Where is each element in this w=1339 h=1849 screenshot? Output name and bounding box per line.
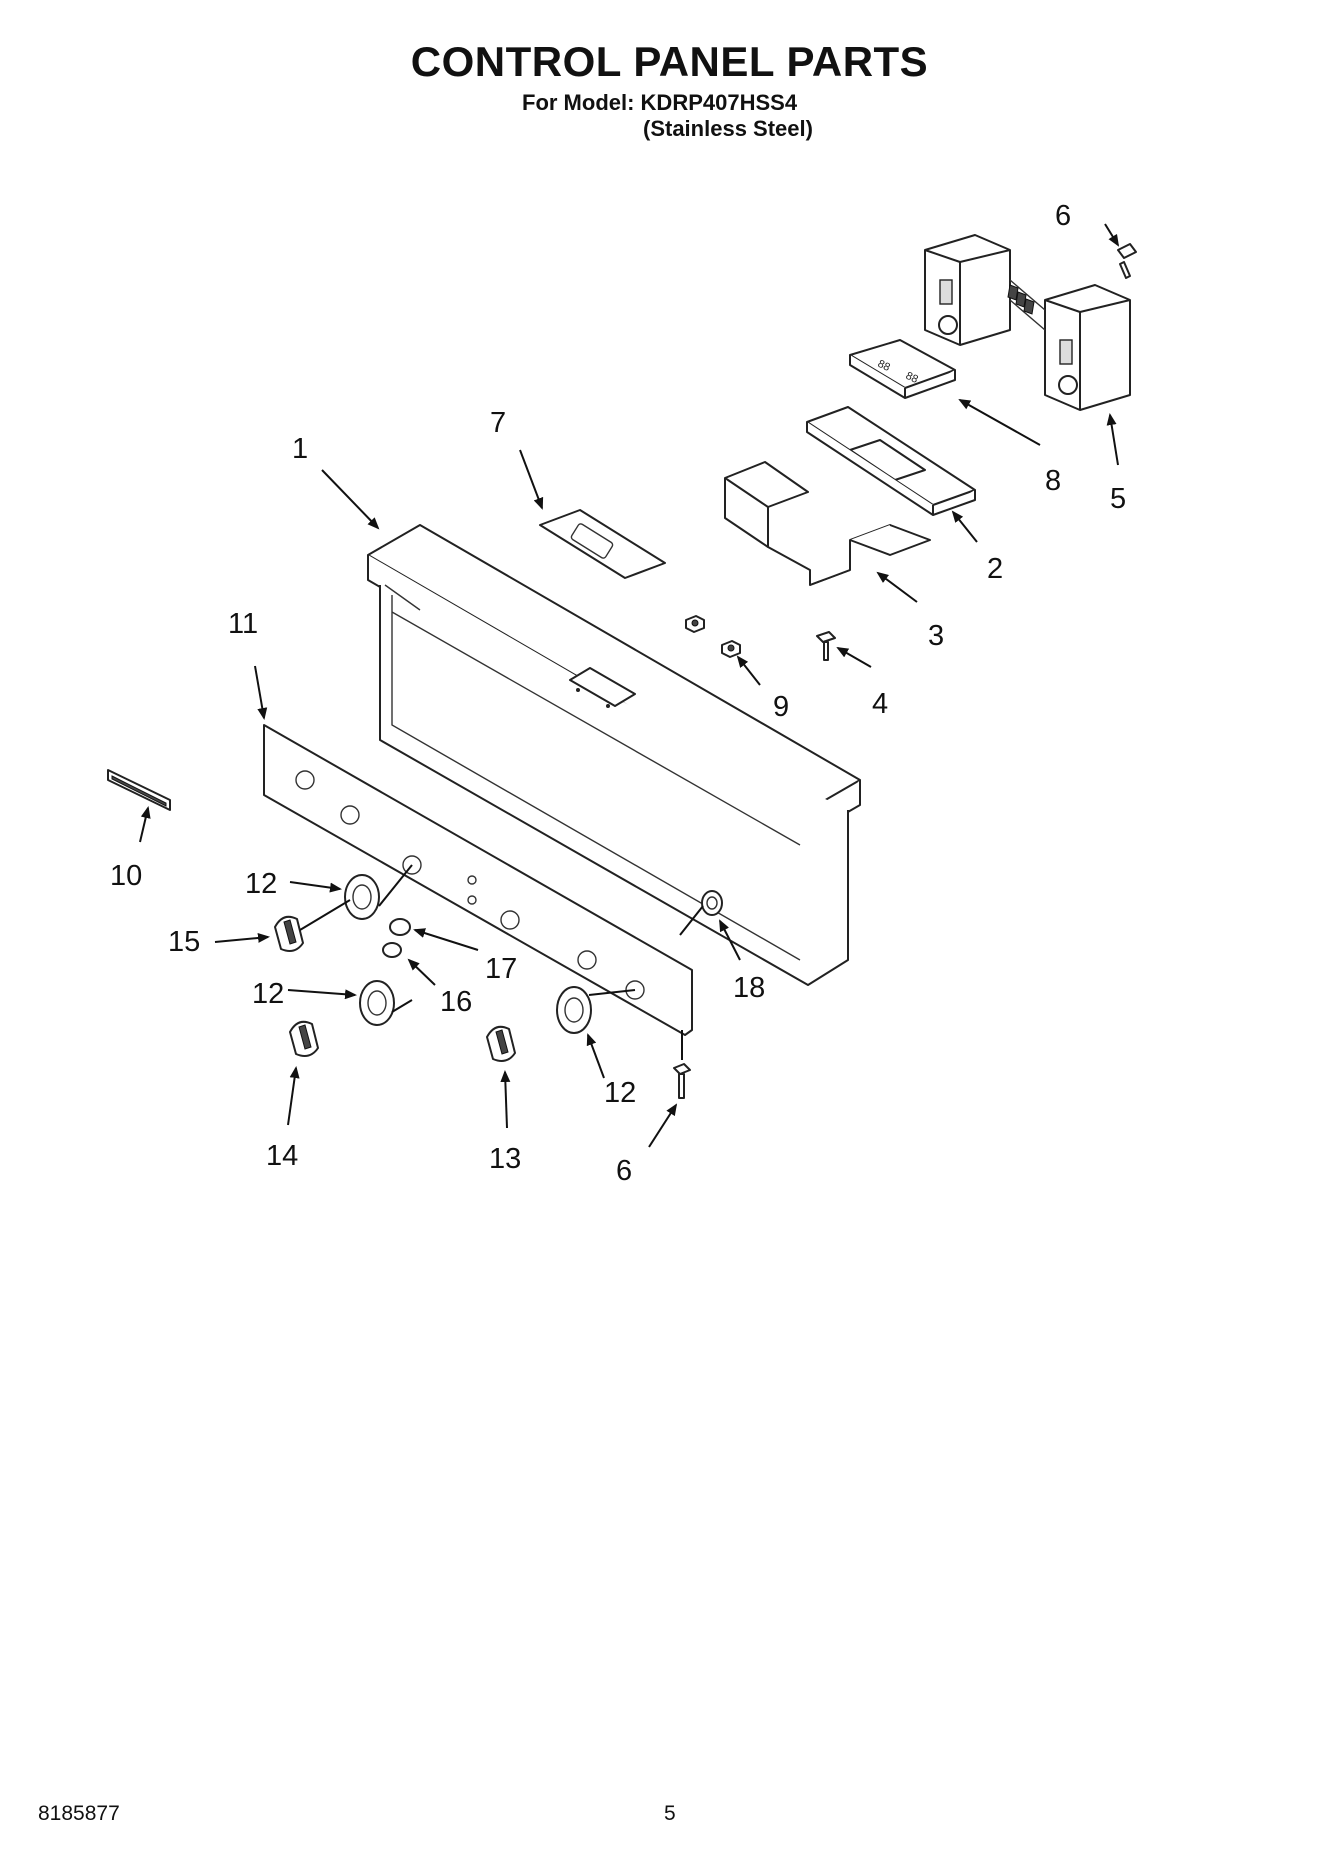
nut-icon	[685, 615, 741, 658]
finish-line: (Stainless Steel)	[643, 116, 813, 141]
screw-icon	[673, 1063, 691, 1099]
knob-bezel	[344, 874, 380, 920]
callout-12-c: 12	[604, 1077, 636, 1109]
leader-lines	[139, 223, 1120, 1148]
svg-text:88: 88	[904, 370, 920, 386]
panel-overlay	[539, 509, 666, 579]
callout-4: 4	[872, 688, 888, 720]
page-number: 5	[664, 1802, 676, 1825]
callout-14: 14	[266, 1140, 298, 1172]
callout-1: 1	[292, 433, 308, 465]
callout-12-a: 12	[245, 868, 277, 900]
control-panel-housing	[367, 524, 861, 986]
callout-10: 10	[110, 860, 142, 892]
callout-18: 18	[733, 972, 765, 1004]
grommet	[701, 890, 723, 916]
callout-11: 11	[228, 608, 258, 640]
callout-7: 7	[490, 407, 506, 439]
document-number: 8185877	[38, 1802, 120, 1825]
callout-labels: 1 7 6 8 5 2 3 4 9 11 10 12 15 17 16 12 1…	[110, 200, 1126, 1187]
callout-8: 8	[1045, 465, 1061, 497]
control-panel-plate	[263, 724, 693, 1036]
callout-16: 16	[440, 986, 472, 1018]
model-line: For Model: KDRP407HSS4	[522, 90, 798, 115]
brand-badge	[107, 769, 171, 811]
callout-9: 9	[773, 691, 789, 723]
callout-6-top: 6	[1055, 200, 1071, 232]
page-title: CONTROL PANEL PARTS	[410, 38, 929, 85]
callout-5: 5	[1110, 483, 1126, 515]
screw-icon	[816, 631, 836, 661]
heat-shield	[724, 461, 931, 586]
knob-bezel	[556, 986, 592, 1034]
mounting-bracket	[806, 406, 976, 516]
knob-bezel	[359, 980, 395, 1026]
control-board: 88 88	[849, 339, 956, 399]
callout-3: 3	[928, 620, 944, 652]
control-knob	[274, 915, 304, 952]
callout-15: 15	[168, 926, 200, 958]
svg-text:88: 88	[876, 358, 892, 374]
callout-12-b: 12	[252, 978, 284, 1010]
control-knob	[486, 1025, 516, 1062]
screw-icon	[1117, 243, 1137, 279]
infinite-switch-assembly	[924, 234, 1131, 411]
callout-13: 13	[489, 1143, 521, 1175]
callout-17: 17	[485, 953, 517, 985]
callout-6-bottom: 6	[616, 1155, 632, 1187]
indicator-lens	[382, 918, 411, 958]
callout-2: 2	[987, 553, 1003, 585]
control-knob	[289, 1020, 319, 1057]
